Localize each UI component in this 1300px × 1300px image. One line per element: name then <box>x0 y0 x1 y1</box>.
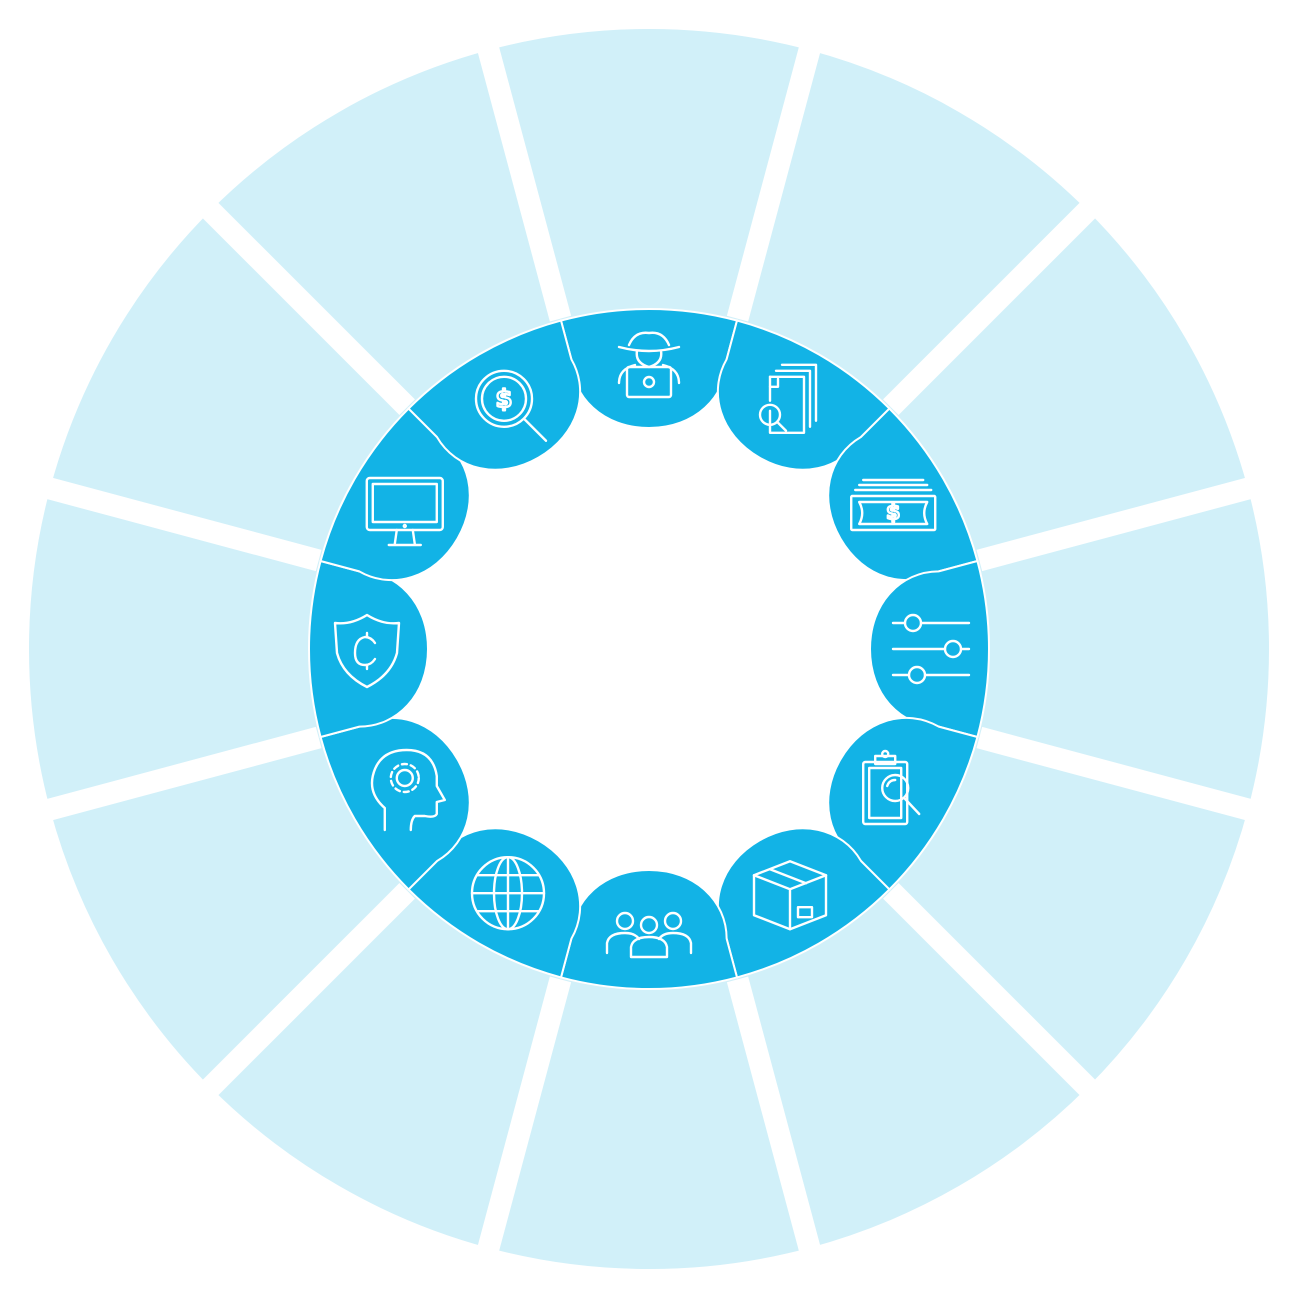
segment-gaps <box>18 18 1280 1280</box>
sliders-icon <box>891 613 971 685</box>
segment-gap <box>883 883 1117 1117</box>
segment-gap <box>726 976 828 1280</box>
outer-segment <box>210 885 563 1248</box>
inner-segment <box>308 559 430 739</box>
segment-gap <box>181 181 415 415</box>
segment-gap <box>976 470 1280 572</box>
inner-ring <box>308 308 990 990</box>
outer-segment <box>885 735 1248 1088</box>
inner-segment <box>559 308 739 430</box>
inner-segment <box>827 716 979 891</box>
segment-gap <box>726 18 828 322</box>
segment-gap <box>883 181 1117 415</box>
outer-segment <box>735 50 1088 413</box>
head-gear-icon <box>370 748 446 832</box>
inner-segment <box>319 407 471 582</box>
segment-gap <box>181 883 415 1117</box>
svg-text:$: $ <box>886 500 900 524</box>
team-icon <box>605 911 693 959</box>
outer-segment <box>488 972 810 1269</box>
dollar-search-icon: $ <box>474 369 548 442</box>
cash-icon: $ <box>850 478 937 532</box>
segment-gap <box>18 726 322 828</box>
outer-segment <box>885 210 1248 563</box>
outer-segment <box>972 488 1269 810</box>
outer-segment <box>50 210 413 563</box>
monitor-icon <box>365 476 444 547</box>
outer-segment <box>50 735 413 1088</box>
segment-gap <box>18 470 322 572</box>
package-box-icon <box>752 860 828 931</box>
svg-text:$: $ <box>496 385 513 413</box>
shield-coin-icon <box>333 613 401 689</box>
clipboard-search-icon <box>862 749 921 826</box>
segment-gap <box>470 18 572 322</box>
outer-ring <box>29 29 1269 1269</box>
inner-segment <box>827 407 979 582</box>
outer-segment <box>735 885 1088 1248</box>
segment-gap <box>976 726 1280 828</box>
inner-segment <box>716 827 891 979</box>
document-search-icon <box>758 363 818 434</box>
globe-icon <box>470 856 546 931</box>
segment-gap <box>470 976 572 1280</box>
hacker-laptop-icon <box>617 331 681 399</box>
icon-ring: $$ <box>333 331 971 959</box>
inner-segment <box>559 868 739 990</box>
outer-segment <box>29 488 326 810</box>
outer-segment <box>210 50 563 413</box>
outer-segment <box>488 29 810 326</box>
